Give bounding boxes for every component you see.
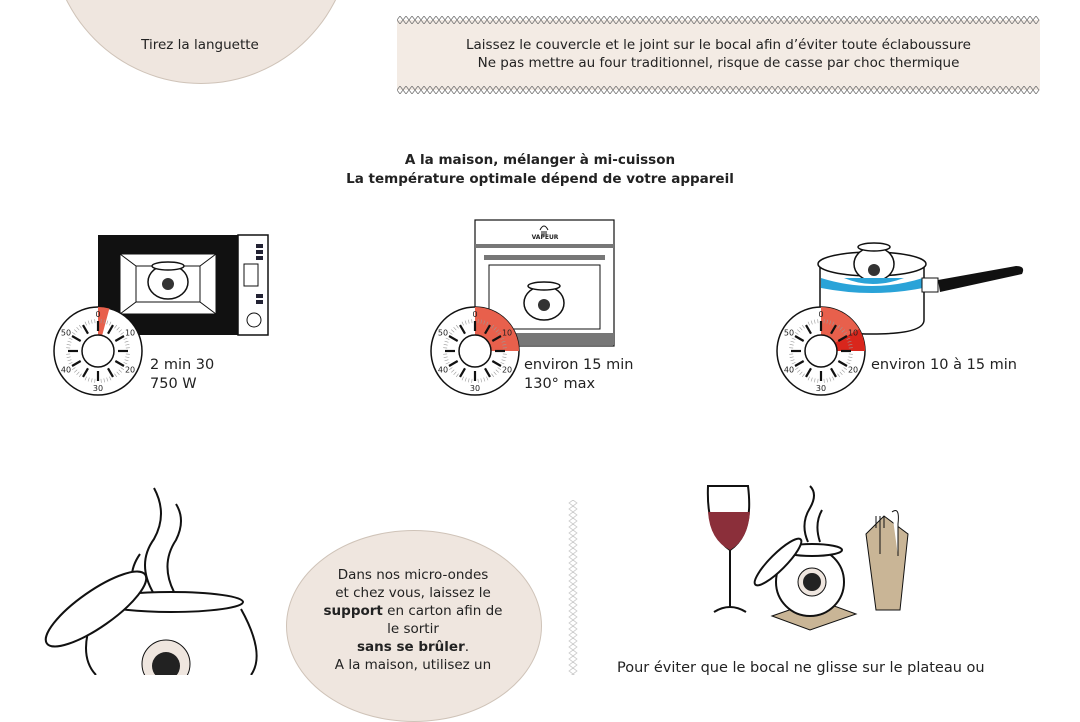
timer-label: 40 <box>784 366 794 375</box>
bubble-line: A la maison, utilisez un <box>286 656 540 674</box>
oven-temperature: 130° max <box>524 375 633 394</box>
saucepan-time: environ 10 à 15 min <box>871 356 1017 375</box>
bubble-line: le sortir <box>286 620 540 638</box>
diamond-divider <box>567 500 579 675</box>
timer-label: 30 <box>93 384 103 393</box>
timer-label: 10 <box>125 329 135 338</box>
timer-label: 30 <box>470 384 480 393</box>
heading-line-1: A la maison, mélanger à mi-cuisson <box>0 151 1080 170</box>
saucepan-time-value: environ 10 à 15 min <box>871 356 1017 375</box>
bottom-right-text: Pour éviter que le bocal ne glisse sur l… <box>617 659 985 677</box>
timer-oven: 0 10 20 30 40 50 <box>429 305 521 397</box>
zigzag-border-top <box>397 16 1040 24</box>
timer-label: 40 <box>61 366 71 375</box>
timer-label: 0 <box>95 310 100 319</box>
timer-label: 30 <box>816 384 826 393</box>
timer-knob <box>82 335 114 367</box>
banner-line-1: Laissez le couvercle et le joint sur le … <box>397 36 1040 54</box>
bubble-line: Dans nos micro-ondes <box>286 566 540 584</box>
timer-label: 50 <box>61 329 71 338</box>
timer-knob <box>805 335 837 367</box>
bubble-text: en carton afin de <box>383 603 503 619</box>
bubble-bold: support <box>324 603 383 619</box>
warning-banner: Laissez le couvercle et le joint sur le … <box>397 20 1040 90</box>
table-setting-illustration <box>700 484 916 634</box>
timer-microwave: 0 10 20 30 40 50 <box>52 305 144 397</box>
microwave-time-value: 2 min 30 <box>150 356 214 375</box>
support-info-text: Dans nos micro-ondes et chez vous, laiss… <box>286 566 540 674</box>
timer-knob <box>459 335 491 367</box>
bubble-line: et chez vous, laissez le <box>286 584 540 602</box>
bubble-bold: sans se brûler <box>357 639 465 655</box>
heading-line-2: La température optimale dépend de votre … <box>0 170 1080 189</box>
heading: A la maison, mélanger à mi-cuisson La te… <box>0 151 1080 189</box>
oven-time: environ 15 min 130° max <box>524 356 633 394</box>
timer-label: 50 <box>784 329 794 338</box>
bubble-line: sans se brûler. <box>286 638 540 656</box>
oven-time-value: environ 15 min <box>524 356 633 375</box>
bubble-text: . <box>465 639 469 655</box>
oven-label: VAPEUR <box>474 234 616 241</box>
timer-label: 0 <box>472 310 477 319</box>
timer-label: 10 <box>848 329 858 338</box>
timer-label: 20 <box>502 366 512 375</box>
steaming-jar-illustration <box>36 484 266 675</box>
timer-label: 40 <box>438 366 448 375</box>
banner-line-2: Ne pas mettre au four traditionnel, risq… <box>397 54 1040 72</box>
microwave-time: 2 min 30 750 W <box>150 356 214 394</box>
timer-label: 50 <box>438 329 448 338</box>
timer-label: 10 <box>502 329 512 338</box>
pull-tab-text: Tirez la languette <box>50 36 350 54</box>
timer-label: 20 <box>125 366 135 375</box>
timer-label: 20 <box>848 366 858 375</box>
bubble-line: support en carton afin de <box>286 602 540 620</box>
timer-label: 0 <box>818 310 823 319</box>
microwave-power: 750 W <box>150 375 214 394</box>
timer-saucepan: 0 10 20 30 40 50 <box>775 305 867 397</box>
zigzag-border-bottom <box>397 86 1040 94</box>
